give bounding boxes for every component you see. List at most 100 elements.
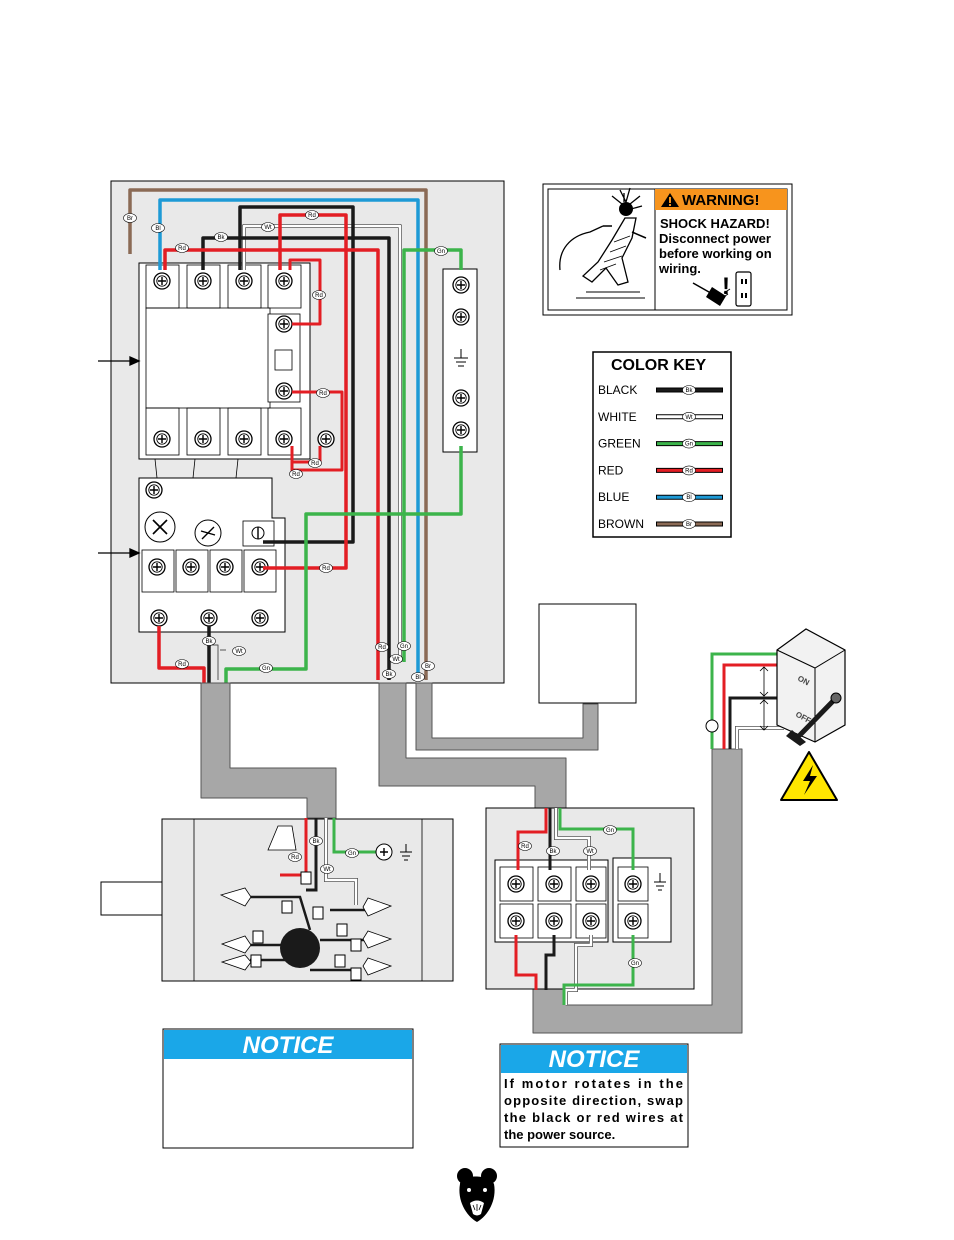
wire-tag: Gn: [345, 848, 359, 858]
color-key-label: BROWN: [598, 517, 644, 531]
wire-tag: Rd: [308, 458, 322, 468]
control-panel: Br Bl Rd Bk Wt Rd Rd Rd Rd Rd Gn Rd Bk W…: [98, 180, 505, 684]
wire-tag: Gn: [628, 958, 642, 968]
wire-tag: Bk: [309, 836, 323, 846]
color-key-tag: Gn: [685, 442, 693, 448]
color-key-tag: Bk: [685, 388, 693, 394]
svg-text:Rd: Rd: [291, 855, 299, 861]
svg-text:Rd: Rd: [292, 472, 300, 478]
svg-text:Rd: Rd: [319, 391, 327, 397]
notice-right-title: NOTICE: [549, 1046, 641, 1073]
wire-tag: Rd: [316, 388, 330, 398]
color-key-tag-bubble: [682, 411, 696, 422]
svg-text:Wt: Wt: [392, 657, 400, 663]
svg-text:Bk: Bk: [312, 839, 320, 845]
wire-tag: Bl: [411, 672, 425, 682]
color-key-tag: Rd: [685, 468, 693, 474]
notice-left-title: NOTICE: [243, 1032, 335, 1059]
wire-tag: Gn: [434, 246, 448, 256]
color-key-row: GREEN Gn: [598, 437, 723, 451]
notice-right-line-1: If motor rotates in the: [504, 1076, 683, 1091]
svg-text:Bk: Bk: [549, 849, 557, 855]
svg-text:Gn: Gn: [631, 961, 639, 967]
warning-label: WARNING! SHOCK HAZARD! Disconnect power …: [542, 183, 793, 316]
wire-tag: Rd: [175, 243, 189, 253]
terminal-box: Rd Bk Wt Gn Gn: [485, 807, 695, 1005]
color-key-row: BLACK Bk: [598, 383, 723, 397]
wire-tag: Wt: [232, 646, 246, 656]
wire-tag: Gn: [397, 641, 411, 651]
svg-text:Rd: Rd: [315, 293, 323, 299]
wire-tag: Br: [421, 661, 435, 671]
warning-triangle-icon: [661, 193, 679, 207]
svg-text:Wt: Wt: [323, 867, 331, 873]
overload-relay: [138, 458, 286, 633]
svg-text:Rd: Rd: [322, 566, 330, 572]
svg-text:Rd: Rd: [178, 246, 186, 252]
svg-text:Wt: Wt: [264, 225, 272, 231]
warning-line-4: wiring.: [658, 261, 701, 276]
warning-line-2: Disconnect power: [659, 231, 771, 246]
svg-text:Wt: Wt: [586, 849, 594, 855]
callout-arrows: [98, 355, 141, 559]
wire-tag: Rd: [305, 210, 319, 220]
notice-left: NOTICE: [162, 1028, 414, 1149]
color-key-tag-bubble: [682, 465, 696, 476]
color-key-tag: Br: [686, 522, 692, 528]
notice-right-line-2: opposite direction, swap: [504, 1093, 683, 1108]
wire-tag: Rd: [289, 469, 303, 479]
svg-text:Br: Br: [127, 216, 133, 222]
bear-logo: [457, 1168, 497, 1222]
svg-text:Rd: Rd: [378, 645, 386, 651]
color-key-label: BLACK: [598, 383, 637, 397]
color-key-label: GREEN: [598, 437, 641, 451]
notice-right: NOTICE If motor rotates in the opposite …: [499, 1043, 689, 1148]
junction-box: [538, 603, 637, 704]
svg-text:Bl: Bl: [155, 226, 160, 232]
ground-screw: [375, 843, 412, 861]
color-key-title: COLOR KEY: [611, 357, 706, 374]
color-key-tag-bubble: [682, 385, 696, 395]
warning-line-3: before working on: [659, 246, 772, 261]
warning-header: WARNING!: [682, 192, 760, 209]
wire-tag: Wt: [261, 222, 275, 232]
color-key-tag-bubble: [682, 492, 696, 503]
wire-tag: Br: [123, 213, 137, 223]
warning-line-1: SHOCK HAZARD!: [660, 216, 770, 231]
wire-tag: Gn: [259, 663, 273, 673]
svg-text:Rd: Rd: [311, 461, 319, 467]
color-key-tag-bubble: [682, 438, 696, 449]
svg-text:Bk: Bk: [385, 672, 393, 678]
svg-text:!: !: [722, 273, 730, 300]
wire-tag: Rd: [319, 563, 333, 573]
wire-tag: Bl: [151, 223, 165, 233]
wire-tag: Bk: [214, 232, 228, 242]
svg-text:Br: Br: [425, 664, 431, 670]
disconnect-switch: ON OFF: [705, 628, 846, 801]
wire-tag: Wt: [389, 654, 403, 664]
svg-text:Gn: Gn: [348, 851, 356, 857]
electrical-hazard-icon: [780, 751, 838, 801]
terminal-wire-tags: Rd Bk Wt Gn Gn: [518, 825, 642, 968]
conduits: [200, 682, 743, 1034]
svg-text:Bk: Bk: [205, 639, 213, 645]
svg-text:Rd: Rd: [178, 662, 186, 668]
color-key-tag: Bl: [686, 495, 691, 501]
contactor: [138, 262, 335, 460]
svg-text:Bl: Bl: [415, 675, 420, 681]
svg-text:Rd: Rd: [521, 844, 529, 850]
svg-text:Wt: Wt: [235, 649, 243, 655]
notice-right-line-3: the black or red wires at: [504, 1110, 684, 1125]
panel-wires: [128, 188, 463, 683]
notice-right-line-4: the power source.: [504, 1127, 615, 1142]
panel-wire-tags: Br Bl Rd Bk Wt Rd Rd Rd Rd Rd Gn Rd Bk W…: [123, 210, 448, 682]
wire-nuts: [219, 825, 393, 976]
wire-tag: Wt: [583, 846, 597, 856]
shock-person-icon: [559, 187, 647, 299]
ground-bar: [442, 268, 478, 453]
svg-text:Gn: Gn: [262, 666, 270, 672]
